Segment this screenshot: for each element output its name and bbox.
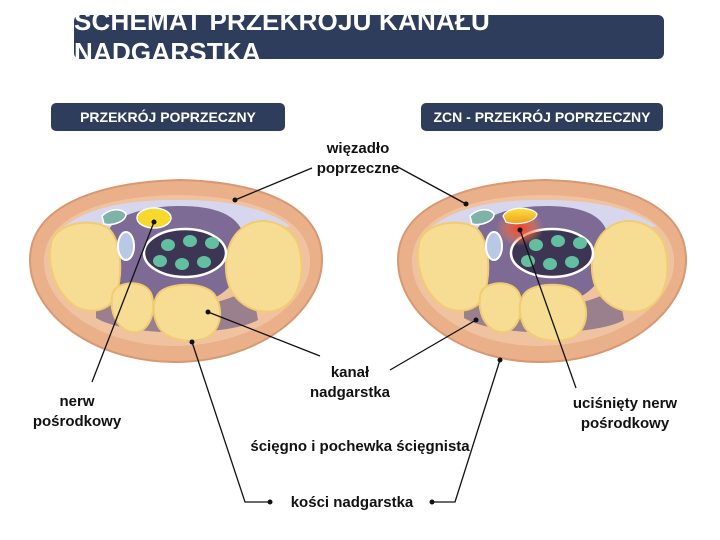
leader-dot — [189, 339, 195, 345]
tendon — [543, 258, 557, 270]
right-cross-section — [396, 178, 688, 364]
leader-lines — [91, 165, 577, 503]
tendon — [161, 239, 175, 251]
left-panel-title: PRZEKRÓJ POPRZECZNY — [51, 103, 285, 131]
left-tendon-sheath — [117, 231, 135, 261]
leader-dot — [497, 357, 503, 363]
left-ulnar-nerve — [101, 209, 127, 226]
tendon — [183, 235, 197, 247]
right-panel-title: ZCN - PRZEKRÓJ POPRZECZNY — [421, 103, 663, 131]
label-line: uciśnięty nerw — [572, 395, 678, 412]
leader-line — [395, 165, 467, 205]
right-compressed-median-nerve — [502, 207, 538, 225]
leader-line — [91, 221, 155, 383]
left-median-nerve — [136, 207, 172, 229]
label-carpal-canal: kanał nadgarstka — [290, 363, 410, 403]
leader-dot — [232, 197, 238, 203]
label-median-nerve: nerw pośrodkowy — [12, 392, 142, 432]
leader-dot — [473, 317, 479, 323]
label-line: więzadło — [326, 140, 390, 157]
label-line: pośrodkowy — [580, 415, 670, 432]
leader-dot — [205, 309, 211, 315]
left-bone-middle — [152, 283, 222, 342]
leader-line — [389, 319, 477, 371]
leader-dot — [429, 499, 435, 505]
label-compressed-nerve: uciśnięty nerw pośrodkowy — [550, 394, 700, 434]
left-cross-section — [28, 178, 324, 364]
right-bone-small — [478, 282, 523, 334]
tendon — [175, 258, 189, 270]
leader-dots — [151, 197, 523, 505]
leader-line — [191, 341, 270, 503]
left-tendon-group — [142, 227, 228, 279]
left-bone-outer-right — [224, 220, 303, 313]
leader-dot — [267, 499, 273, 505]
label-tendon-sheath: ścięgno i pochewka ścięgnista — [250, 438, 470, 455]
label-line: pośrodkowy — [32, 413, 122, 430]
label-ligament: więzadło poprzeczne — [288, 139, 428, 179]
right-bone-outer-right — [590, 220, 669, 313]
tendon — [551, 235, 565, 247]
right-tendon-sheath — [485, 231, 503, 261]
tendon — [205, 237, 219, 249]
tendon — [565, 256, 579, 268]
leader-line — [432, 359, 501, 503]
left-bone-small — [110, 282, 155, 334]
label-line: nadgarstka — [309, 384, 391, 401]
leader-dot — [463, 201, 469, 207]
leader-dot — [517, 227, 523, 233]
leader-line — [207, 311, 321, 357]
leader-dot — [151, 219, 157, 225]
label-carpal-bones: kości nadgarstka — [290, 494, 414, 511]
leader-line — [519, 229, 577, 389]
label-line: poprzeczne — [316, 160, 400, 177]
leader-line — [234, 167, 313, 201]
left-tendons — [153, 235, 219, 270]
label-line: kanał — [330, 364, 370, 381]
tendon — [197, 256, 211, 268]
right-bone-middle — [518, 283, 588, 342]
tendon — [573, 237, 587, 249]
label-line: nerw — [59, 393, 95, 410]
tendon — [153, 255, 167, 267]
right-ulnar-nerve — [469, 209, 495, 226]
